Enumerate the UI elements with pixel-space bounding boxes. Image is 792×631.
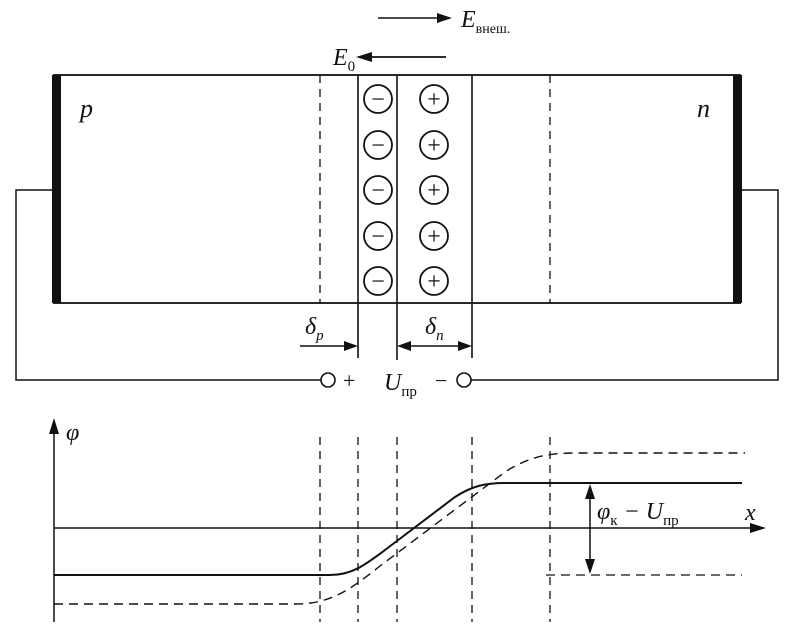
external-circuit <box>15 189 779 388</box>
positive-ions: + + + + + <box>419 84 449 296</box>
positive-ion: + <box>419 221 449 251</box>
svg-text:−: − <box>371 133 385 159</box>
plus-sign: + <box>343 368 355 393</box>
negative-ions: − − − − − <box>363 84 393 296</box>
svg-text:+: + <box>427 133 441 159</box>
svg-text:−: − <box>371 224 385 250</box>
external-field-arrow <box>378 13 452 23</box>
delta-n-arrow <box>397 341 472 351</box>
barrier-height-label: φк − Uпр <box>597 499 679 529</box>
svg-text:−: − <box>371 269 385 295</box>
n-region-label: n <box>697 94 710 123</box>
internal-field-label: E0 <box>332 45 355 75</box>
external-field-label: Eвнеш. <box>460 7 510 37</box>
positive-ion: + <box>419 175 449 205</box>
internal-field-arrow <box>356 52 446 62</box>
voltage-label: Uпр <box>384 370 417 400</box>
positive-ion: + <box>419 84 449 114</box>
negative-ion: − <box>363 84 393 114</box>
svg-text:+: + <box>427 269 441 295</box>
svg-text:−: − <box>371 87 385 113</box>
graph-guides <box>319 437 551 622</box>
positive-ion: + <box>419 130 449 160</box>
svg-text:+: + <box>427 87 441 113</box>
svg-text:+: + <box>427 178 441 204</box>
minus-sign: − <box>435 368 447 393</box>
svg-text:−: − <box>371 178 385 204</box>
delta-p-label: δp <box>305 314 324 344</box>
barrier-height-arrow <box>585 484 595 574</box>
svg-text:+: + <box>427 224 441 250</box>
phi-axis <box>49 418 59 622</box>
x-axis-label: x <box>744 500 756 526</box>
p-region-label: p <box>78 94 93 123</box>
forward-bias-potential-curve <box>54 482 742 576</box>
negative-ion: − <box>363 130 393 160</box>
right-contact <box>733 75 742 303</box>
negative-ion: − <box>363 221 393 251</box>
negative-ion: − <box>363 175 393 205</box>
phi-axis-label: φ <box>66 420 79 446</box>
equilibrium-potential-curve <box>54 452 745 605</box>
plus-terminal <box>320 372 336 388</box>
negative-ion: − <box>363 266 393 296</box>
delta-n-label: δn <box>425 314 444 344</box>
minus-terminal <box>456 372 472 388</box>
x-axis <box>54 523 766 533</box>
left-contact <box>52 75 61 303</box>
delta-p-arrow <box>300 341 358 351</box>
positive-ion: + <box>419 266 449 296</box>
